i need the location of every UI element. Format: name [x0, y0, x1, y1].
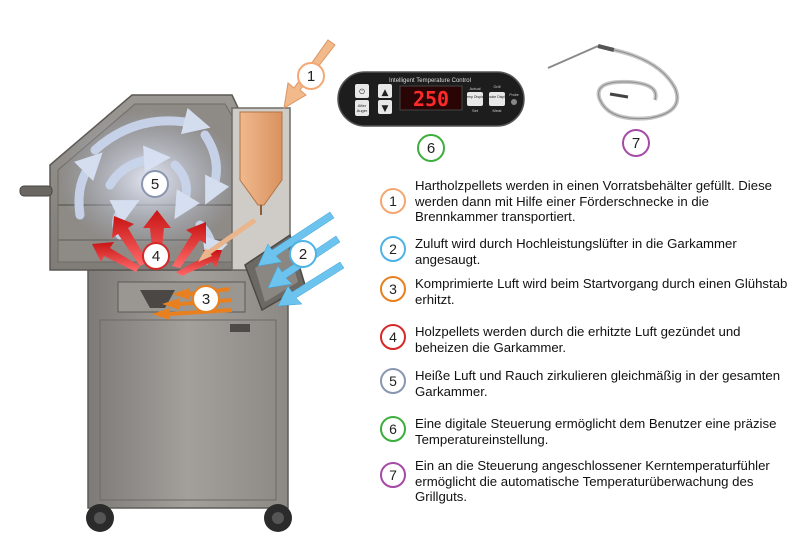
svg-text:Auger: Auger: [357, 108, 368, 113]
svg-text:Actual: Actual: [469, 86, 480, 91]
legend-badge: 2: [380, 236, 406, 262]
legend-item: 5 Heiße Luft und Rauch zirkulieren gleic…: [380, 368, 790, 408]
legend-item: 4 Holzpellets werden durch die erhitzte …: [380, 324, 790, 364]
svg-text:▼: ▼: [382, 104, 389, 114]
marker-2: 2: [289, 240, 317, 268]
svg-text:After: After: [358, 103, 367, 108]
svg-text:Grill: Grill: [493, 84, 500, 89]
marker-4: 4: [142, 242, 170, 270]
svg-text:7: 7: [632, 135, 640, 152]
legend-item: 3 Komprimierte Luft wird beim Startvorga…: [380, 276, 790, 316]
legend-item: 6 Eine digitale Steuerung ermöglicht dem…: [380, 416, 790, 456]
svg-text:⏻: ⏻: [359, 88, 365, 96]
svg-text:5: 5: [151, 176, 159, 193]
legend-text: Heiße Luft und Rauch zirkulieren gleichm…: [415, 368, 781, 399]
pellet-transport-arrow: [198, 217, 257, 262]
legend-text: Eine digitale Steuerung ermöglicht dem B…: [415, 416, 777, 447]
legend-badge: 7: [380, 462, 406, 488]
svg-text:▲: ▲: [382, 88, 389, 98]
legend-item: 1 Hartholzpellets werden in einen Vorrat…: [380, 178, 790, 224]
legend-text: Hartholzpellets werden in einen Vorratsb…: [415, 178, 772, 224]
marker-7: 7: [622, 129, 650, 157]
svg-text:3: 3: [202, 291, 210, 308]
legend-badge: 1: [380, 188, 406, 214]
svg-text:2: 2: [299, 246, 307, 263]
svg-text:Temp Display: Temp Display: [464, 95, 485, 99]
svg-text:250: 250: [413, 87, 449, 111]
legend-text: Holzpellets werden durch die erhitzte Lu…: [415, 324, 741, 355]
svg-text:4: 4: [152, 248, 160, 265]
marker-1: 1: [297, 62, 325, 90]
meat-probe: [547, 44, 680, 121]
marker-6: 6: [417, 134, 445, 162]
svg-text:Intelligent Temperature Contro: Intelligent Temperature Control: [389, 78, 471, 84]
svg-text:Set: Set: [472, 108, 479, 113]
legend-text: Ein an die Steuerung angeschlossener Ker…: [415, 458, 770, 504]
digital-controller: Intelligent Temperature Control ⏻ After …: [337, 71, 525, 127]
marker-5: 5: [141, 170, 169, 198]
svg-text:1: 1: [307, 68, 315, 85]
legend-text: Zuluft wird durch Hochleistungslüfter in…: [415, 236, 737, 267]
marker-3: 3: [192, 285, 220, 313]
legend-badge: 3: [380, 276, 406, 302]
svg-text:Probe: Probe: [509, 93, 518, 97]
pellet-hopper: [231, 107, 291, 271]
legend-badge: 4: [380, 324, 406, 350]
legend-item: 2 Zuluft wird durch Hochleistungslüfter …: [380, 236, 790, 276]
svg-text:6: 6: [427, 140, 435, 157]
legend-badge: 6: [380, 416, 406, 442]
svg-text:Meat: Meat: [493, 108, 503, 113]
legend-text: Komprimierte Luft wird beim Startvorgang…: [415, 276, 788, 307]
svg-text:Smoke Display: Smoke Display: [485, 95, 509, 99]
legend-item: 7 Ein an die Steuerung angeschlossener K…: [380, 458, 790, 508]
legend-badge: 5: [380, 368, 406, 394]
